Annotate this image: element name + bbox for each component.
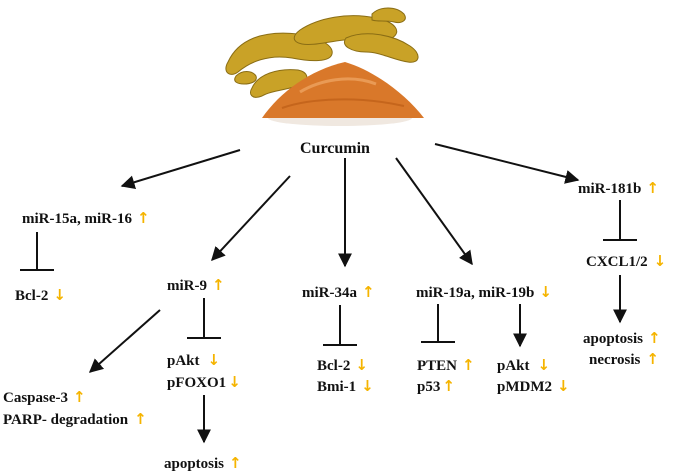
inhibit-mir34a-bcl2 xyxy=(323,305,357,346)
up-arrow-icon: ↑ xyxy=(134,410,147,428)
inhibit-mir9-pakt xyxy=(187,298,221,339)
down-arrow-icon: ↓ xyxy=(654,252,667,270)
arrow-curcumin-to-mir9 xyxy=(211,175,291,262)
node-parp: PARP- degradation↑ xyxy=(3,410,147,428)
node-bmi1: Bmi-1↓ xyxy=(317,377,374,395)
labels: Curcumin miR-15a, miR-16↑ Bcl-2↓ miR-9↑ … xyxy=(3,140,666,472)
arrow-mir9-to-caspase3 xyxy=(88,309,161,373)
node-pmdm2: pMDM2↓ xyxy=(497,377,570,395)
arrow-curcumin-to-mir15 xyxy=(120,149,241,190)
node-bcl2-a: Bcl-2↓ xyxy=(15,286,66,304)
up-arrow-icon: ↑ xyxy=(646,179,659,197)
up-arrow-icon: ↑ xyxy=(137,209,150,227)
up-arrow-icon: ↑ xyxy=(462,356,475,374)
connectors xyxy=(20,143,637,444)
up-arrow-icon: ↑ xyxy=(212,276,225,294)
up-arrow-icon: ↑ xyxy=(646,350,659,368)
up-arrow-icon: ↑ xyxy=(648,329,661,347)
node-p53: p53↑ xyxy=(417,377,455,395)
node-necrosis: necrosis↑ xyxy=(589,350,659,368)
turmeric-image xyxy=(225,7,424,126)
node-mir34a: miR-34a↑ xyxy=(302,283,375,301)
arrow-curcumin-to-mir181b xyxy=(434,143,580,184)
inhibit-mir19-pten xyxy=(421,304,455,343)
down-arrow-icon: ↓ xyxy=(361,377,374,395)
down-arrow-icon: ↓ xyxy=(228,373,241,391)
node-pakt-a: pAkt↓ xyxy=(167,351,220,369)
down-arrow-icon: ↓ xyxy=(53,286,66,304)
up-arrow-icon: ↑ xyxy=(442,377,455,395)
down-arrow-icon: ↓ xyxy=(539,283,552,301)
title-curcumin: Curcumin xyxy=(300,140,370,157)
node-pakt-b: pAkt↓ xyxy=(497,356,550,374)
node-apoptosis-b: apoptosis↑ xyxy=(583,329,661,347)
node-pfoxo1: pFOXO1↓ xyxy=(167,373,241,391)
node-mir15: miR-15a, miR-16↑ xyxy=(22,209,150,227)
node-mir9: miR-9↑ xyxy=(167,276,225,294)
node-pten: PTEN↑ xyxy=(417,356,475,374)
down-arrow-icon: ↓ xyxy=(557,377,570,395)
down-arrow-icon: ↓ xyxy=(538,356,551,374)
inhibit-mir181b-cxcl xyxy=(603,200,637,241)
down-arrow-icon: ↓ xyxy=(355,356,368,374)
arrow-curcumin-to-mir19 xyxy=(395,157,473,266)
node-mir181b: miR-181b↑ xyxy=(578,179,659,197)
node-cxcl: CXCL1/2↓ xyxy=(586,252,666,270)
up-arrow-icon: ↑ xyxy=(229,454,242,472)
node-apoptosis-a: apoptosis↑ xyxy=(164,454,242,472)
inhibit-mir15-bcl2 xyxy=(20,232,54,271)
up-arrow-icon: ↑ xyxy=(73,388,86,406)
down-arrow-icon: ↓ xyxy=(208,351,221,369)
node-bcl2-b: Bcl-2↓ xyxy=(317,356,368,374)
node-mir19: miR-19a, miR-19b↓ xyxy=(416,283,552,301)
up-arrow-icon: ↑ xyxy=(362,283,375,301)
node-caspase3: Caspase-3↑ xyxy=(3,388,86,406)
